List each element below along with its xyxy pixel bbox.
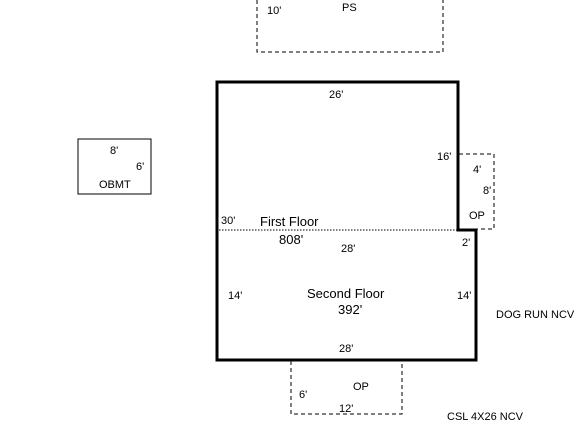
- mid-width-dimension: 28': [341, 243, 356, 255]
- ps-label: PS: [342, 2, 357, 14]
- first-floor-label: First Floor: [260, 214, 319, 229]
- op-side-depth: 8': [483, 185, 492, 197]
- right-upper-dimension: 16': [437, 151, 452, 163]
- top-width-dimension: 26': [329, 89, 344, 101]
- left-upper-dimension: 30': [221, 215, 236, 227]
- op-side-outline: [459, 153, 495, 230]
- bottom-width-dimension: 28': [339, 343, 354, 355]
- ps-dimension: 10': [267, 5, 282, 17]
- right-lower-dimension: 14': [457, 290, 472, 302]
- second-floor-label: Second Floor: [307, 286, 385, 301]
- second-floor-area: 392': [338, 302, 363, 317]
- csl-note: CSL 4X26 NCV: [447, 411, 524, 423]
- op-bottom-label: OP: [353, 381, 369, 393]
- op-bottom-depth: 6': [299, 389, 308, 401]
- dog-run-note: DOG RUN NCV: [496, 309, 575, 321]
- first-floor-area: 808': [279, 232, 304, 247]
- step-dimension: 2': [462, 237, 471, 249]
- obmt-outline: [77, 138, 152, 195]
- obmt-depth: 6': [136, 161, 145, 173]
- obmt-label: OBMT: [99, 179, 131, 191]
- op-side-width: 4': [473, 164, 482, 176]
- op-bottom-width: 12': [339, 403, 354, 415]
- left-lower-dimension: 14': [228, 290, 243, 302]
- op-side-label: OP: [469, 210, 485, 222]
- op-bottom-outline: [290, 361, 403, 415]
- obmt-width: 8': [110, 145, 119, 157]
- main-building-outline: [215, 80, 478, 362]
